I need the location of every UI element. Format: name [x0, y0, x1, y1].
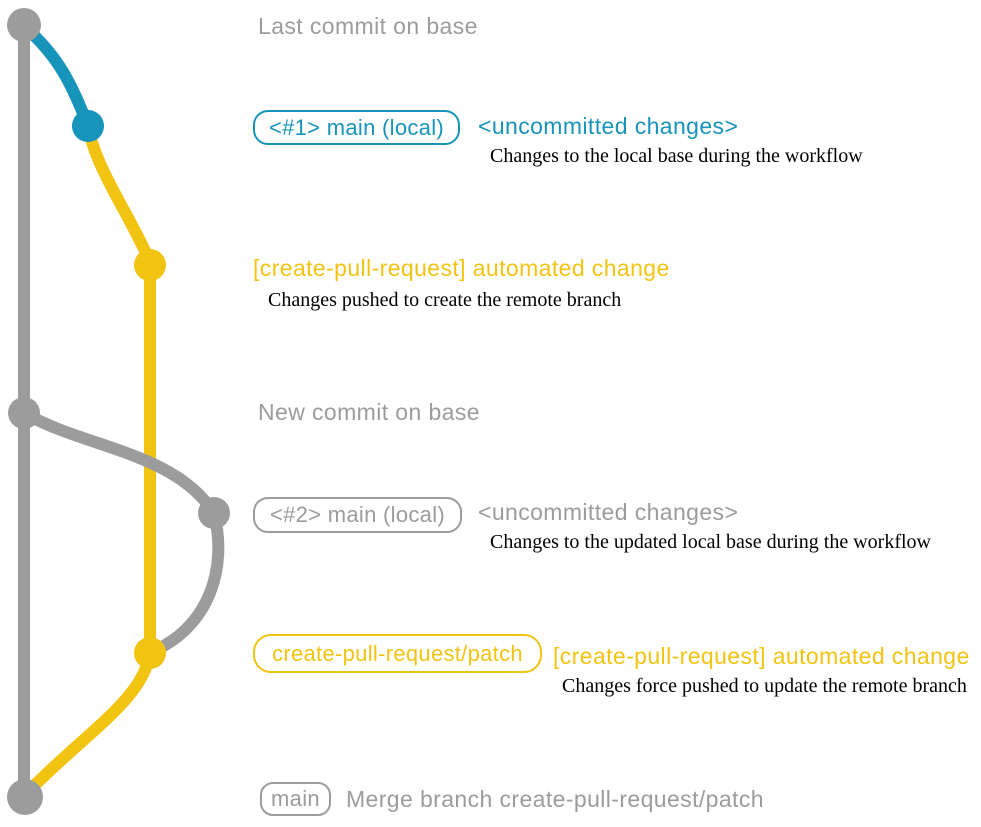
- commit-graph: [7, 8, 230, 815]
- commit-node-base-new: [8, 397, 40, 429]
- remote-branch-curve-1: [82, 120, 156, 268]
- description-pushed-to-create: Changes pushed to create the remote bran…: [268, 289, 622, 311]
- status-uncommitted-changes-2: <uncommitted changes>: [478, 499, 739, 525]
- description-local-changes-2: Changes to the updated local base during…: [490, 531, 931, 553]
- commit-node-merge: [7, 779, 43, 815]
- commit-node-base-top: [7, 8, 41, 42]
- merge-curve: [21, 647, 156, 799]
- commit-node-local-2: [198, 497, 230, 529]
- description-local-changes-1: Changes to the local base during the wor…: [490, 145, 863, 167]
- title-automated-change-2: [create-pull-request] automated change: [553, 643, 970, 669]
- branch-badge-main-local-2: <#2> main (local): [253, 497, 462, 533]
- note-new-commit-on-base: New commit on base: [258, 399, 480, 425]
- commit-node-remote-1: [134, 249, 166, 281]
- description-force-pushed: Changes force pushed to update the remot…: [562, 675, 967, 697]
- rebase-curve: [150, 507, 225, 656]
- commit-node-local-1: [72, 110, 104, 142]
- branch-badge-main: main: [260, 782, 331, 816]
- note-merge-branch: Merge branch create-pull-request/patch: [346, 786, 764, 812]
- title-automated-change-1: [create-pull-request] automated change: [253, 255, 670, 281]
- commit-node-remote-2: [134, 637, 166, 669]
- branch-badge-patch: create-pull-request/patch: [253, 634, 542, 673]
- branch-badge-main-local-1: <#1> main (local): [253, 110, 460, 145]
- local-branch-line-1: [19, 21, 94, 132]
- base-update-curve: [18, 407, 220, 519]
- note-last-commit-on-base: Last commit on base: [258, 13, 478, 39]
- status-uncommitted-changes-1: <uncommitted changes>: [478, 113, 739, 139]
